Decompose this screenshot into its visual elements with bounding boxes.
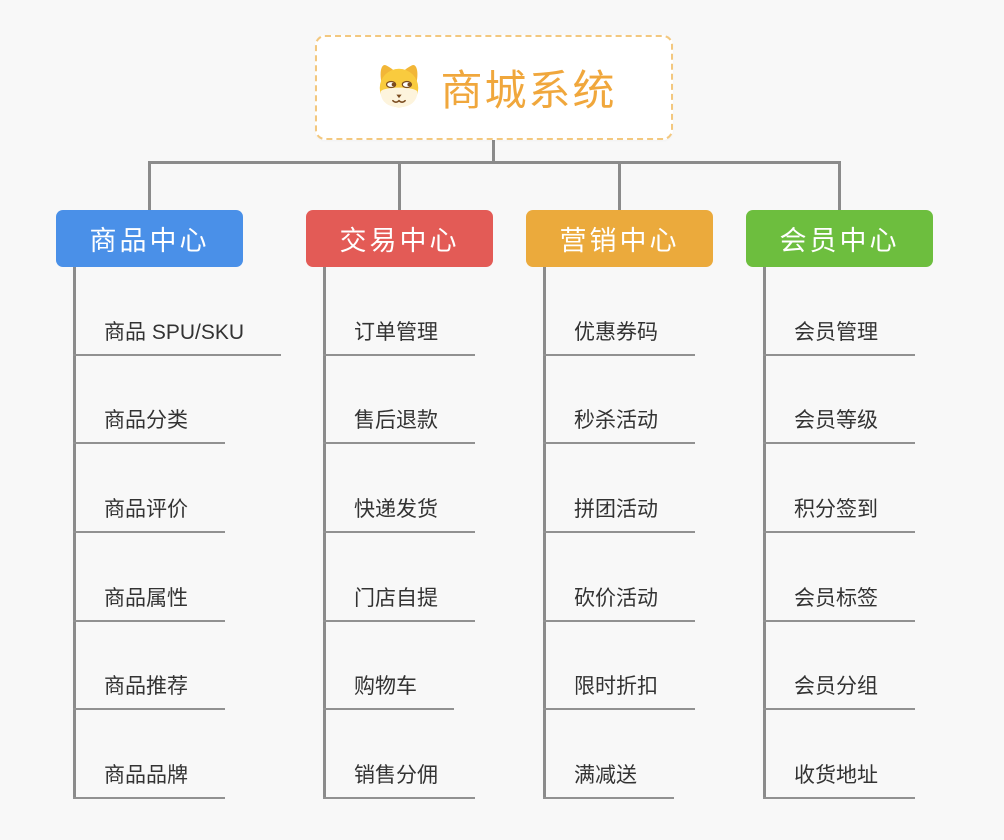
leaf-item[interactable]: 商品属性 [73, 533, 281, 622]
branch-column-1: 商品中心 商品 SPU/SKU 商品分类 商品评价 商品属性 商品推荐 商品品牌 [56, 210, 282, 800]
branch-label: 营销中心 [559, 226, 680, 256]
leaf-item[interactable]: 商品 SPU/SKU [73, 267, 282, 356]
leaf-item[interactable]: 砍价活动 [543, 533, 713, 622]
leaf-item[interactable]: 会员分组 [763, 622, 933, 711]
leaf-item[interactable]: 售后退款 [323, 356, 493, 445]
branch-node-3[interactable]: 营销中心 [526, 210, 713, 267]
leaf-item[interactable]: 秒杀活动 [543, 356, 713, 445]
leaf-label: 会员管理 [763, 316, 915, 356]
branch-label: 交易中心 [339, 226, 460, 256]
connector-drop-4 [838, 161, 841, 211]
leaf-label: 优惠券码 [543, 316, 695, 356]
branch-children: 商品 SPU/SKU 商品分类 商品评价 商品属性 商品推荐 商品品牌 [73, 267, 282, 800]
leaf-label: 商品品牌 [73, 759, 225, 800]
connector-drop-1 [148, 161, 151, 211]
branch-node-2[interactable]: 交易中心 [306, 210, 493, 267]
leaf-label: 购物车 [323, 670, 454, 711]
leaf-label: 商品评价 [73, 493, 225, 534]
leaf-item[interactable]: 商品品牌 [73, 710, 281, 800]
leaf-item[interactable]: 优惠券码 [543, 267, 713, 356]
connector-bus [148, 161, 841, 164]
root-title: 商城系统 [440, 67, 617, 114]
leaf-label: 会员等级 [763, 404, 915, 445]
leaf-item[interactable]: 积分签到 [763, 444, 933, 534]
branch-node-1[interactable]: 商品中心 [56, 210, 243, 267]
leaf-item[interactable]: 商品评价 [73, 444, 281, 534]
leaf-label: 商品分类 [73, 404, 225, 445]
leaf-label: 商品 SPU/SKU [73, 316, 282, 356]
leaf-label: 积分签到 [763, 493, 915, 534]
leaf-item[interactable]: 快递发货 [323, 444, 493, 534]
leaf-item[interactable]: 拼团活动 [543, 444, 713, 534]
leaf-label: 会员标签 [763, 582, 915, 622]
leaf-item[interactable]: 会员标签 [763, 533, 933, 622]
leaf-label: 满减送 [543, 759, 674, 800]
leaf-label: 收货地址 [763, 759, 915, 800]
leaf-label: 商品属性 [73, 582, 225, 622]
leaf-label: 拼团活动 [543, 493, 695, 534]
leaf-label: 订单管理 [323, 316, 475, 356]
leaf-label: 销售分佣 [323, 759, 475, 800]
branch-children: 优惠券码 秒杀活动 拼团活动 砍价活动 限时折扣 满减送 [543, 267, 713, 800]
branch-label: 商品中心 [89, 226, 210, 256]
connector-drop-2 [398, 161, 401, 211]
leaf-label: 砍价活动 [543, 582, 695, 622]
branch-column-4: 会员中心 会员管理 会员等级 积分签到 会员标签 会员分组 收货地址 [746, 210, 933, 800]
leaf-item[interactable]: 会员管理 [763, 267, 933, 356]
leaf-label: 限时折扣 [543, 670, 695, 711]
connector-drop-3 [618, 161, 621, 211]
dog-face-icon [371, 60, 427, 116]
leaf-item[interactable]: 销售分佣 [323, 710, 493, 800]
leaf-item[interactable]: 门店自提 [323, 533, 493, 622]
leaf-item[interactable]: 商品推荐 [73, 622, 281, 711]
leaf-item[interactable]: 限时折扣 [543, 622, 713, 711]
leaf-item[interactable]: 满减送 [543, 710, 713, 800]
branch-children: 会员管理 会员等级 积分签到 会员标签 会员分组 收货地址 [763, 267, 933, 800]
leaf-label: 商品推荐 [73, 670, 225, 711]
connector-root-stub [492, 138, 495, 164]
branch-column-3: 营销中心 优惠券码 秒杀活动 拼团活动 砍价活动 限时折扣 满减送 [526, 210, 713, 800]
branch-node-4[interactable]: 会员中心 [746, 210, 933, 267]
leaf-item[interactable]: 收货地址 [763, 710, 933, 800]
branch-label: 会员中心 [779, 226, 900, 256]
root-node[interactable]: 商城系统 [315, 35, 673, 140]
leaf-label: 会员分组 [763, 670, 915, 711]
leaf-item[interactable]: 会员等级 [763, 356, 933, 445]
leaf-label: 售后退款 [323, 404, 475, 445]
leaf-item[interactable]: 购物车 [323, 622, 493, 711]
leaf-label: 门店自提 [323, 582, 475, 622]
leaf-label: 秒杀活动 [543, 404, 695, 445]
branch-children: 订单管理 售后退款 快递发货 门店自提 购物车 销售分佣 [323, 267, 493, 800]
leaf-item[interactable]: 订单管理 [323, 267, 493, 356]
leaf-item[interactable]: 商品分类 [73, 356, 281, 445]
leaf-label: 快递发货 [323, 493, 475, 534]
branch-column-2: 交易中心 订单管理 售后退款 快递发货 门店自提 购物车 销售分佣 [306, 210, 493, 800]
